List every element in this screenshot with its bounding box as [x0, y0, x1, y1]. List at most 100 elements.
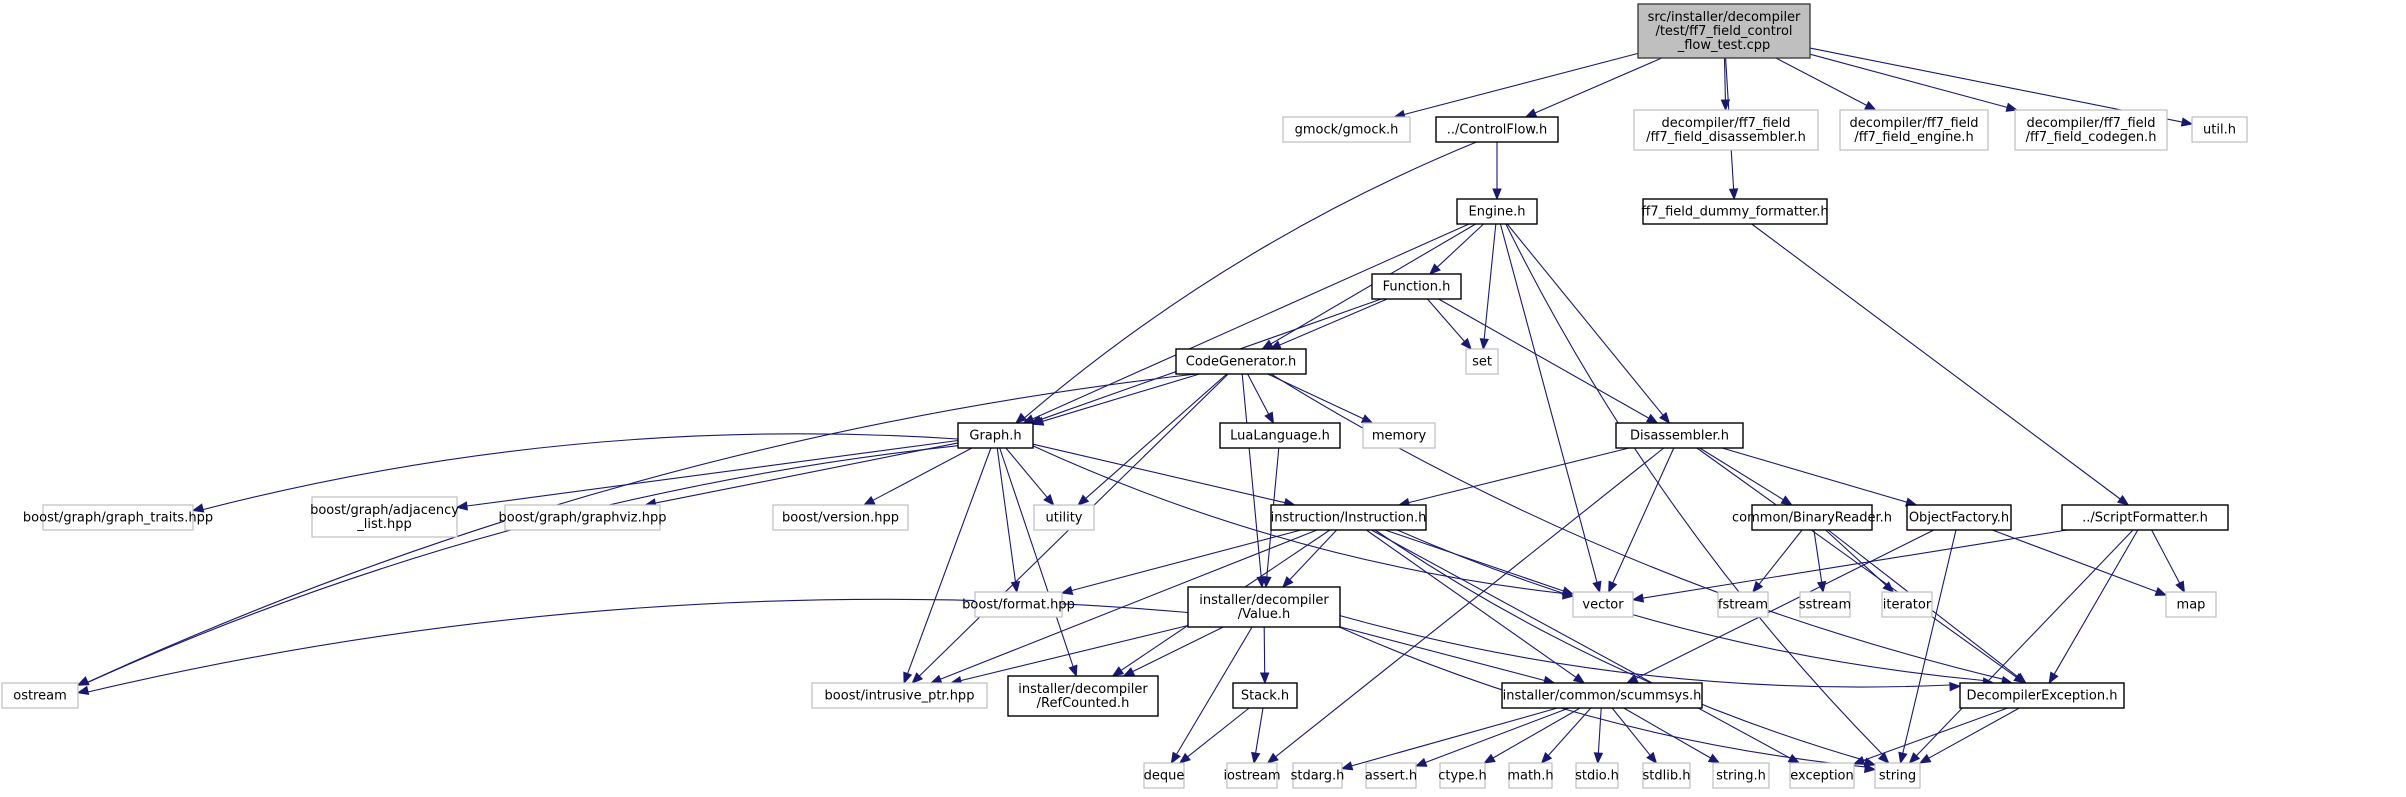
node-stringh: string.h: [1712, 762, 1770, 789]
node-graph[interactable]: Graph.h: [957, 422, 1034, 449]
edge-stack-to-iostream: [1251, 707, 1264, 765]
arrowhead-icon: [1816, 580, 1827, 594]
arrowhead-icon: [1460, 337, 1472, 351]
edge-line: [1024, 141, 1477, 419]
edge-line: [2053, 529, 2139, 675]
node-box: [811, 682, 988, 709]
edge-line: [1483, 223, 1497, 340]
node-ff7disasm: decompiler/ff7_field/ff7_field_disassemb…: [1633, 109, 1819, 151]
node-label: ../ControlFlow.h: [1447, 123, 1548, 138]
arrowhead-icon: [2048, 671, 2059, 685]
edge-line: [1403, 52, 1639, 116]
node-disassembler[interactable]: Disassembler.h: [1615, 422, 1744, 449]
node-decompexc[interactable]: DecompilerException.h: [1959, 682, 2125, 709]
node-dummyfmt[interactable]: ff7_field_dummy_formatter.h: [1641, 198, 1829, 225]
node-label: ctype.h: [1438, 769, 1487, 784]
edge-function-to-disassembler: [1438, 298, 1659, 424]
node-binreader[interactable]: common/BinaryReader.h: [1732, 504, 1892, 531]
edge-line: [1374, 529, 1867, 762]
edge-scriptfmt-to-map: [2151, 529, 2186, 594]
node-value[interactable]: installer/decompiler/Value.h: [1187, 586, 1341, 628]
arrowhead-icon: [1646, 413, 1659, 424]
edge-engine-to-graph: [1022, 223, 1470, 424]
node-fstream: fstream: [1717, 591, 1769, 618]
edge-codegen-to-lualang: [1247, 373, 1275, 425]
edge-line: [1132, 626, 1224, 673]
edge-line: [1696, 447, 2017, 678]
node-box: [1362, 422, 1436, 449]
edge-graph-to-adjlist: [455, 439, 959, 511]
edge-line: [1534, 57, 1663, 114]
node-instruction[interactable]: instruction/Instruction.h: [1270, 504, 1427, 531]
edge-line: [1396, 529, 1984, 682]
node-refcounted[interactable]: installer/decompiler/RefCounted.h: [1007, 675, 1159, 717]
edge-stack-to-deque: [1178, 707, 1250, 764]
arrowhead-icon: [862, 495, 876, 506]
edge-graph-to-instruction: [1032, 443, 1297, 508]
edge-line: [1635, 529, 1935, 679]
node-map: map: [2165, 591, 2217, 618]
node-label: fstream: [1718, 598, 1768, 613]
node-label: instruction/Instruction.h: [1271, 511, 1427, 526]
node-codegen[interactable]: CodeGenerator.h: [1175, 348, 1307, 375]
edge-graph-to-graphtraits: [191, 433, 959, 513]
edge-line: [1699, 447, 1784, 501]
node-box: [2061, 504, 2229, 531]
edge-decompexc-to-exception: [1852, 707, 2008, 765]
node-graphtraits: boost/graph/graph_traits.hpp: [23, 504, 213, 531]
arrowhead-icon: [1864, 100, 1877, 111]
node-box: [1799, 591, 1851, 618]
node-box: [42, 504, 194, 531]
edge-line: [655, 442, 959, 504]
node-root[interactable]: src/installer/decompiler/test/ff7_field_…: [1637, 3, 1811, 59]
node-box: [1371, 273, 1462, 300]
arrowhead-icon: [1780, 495, 1793, 506]
edge-instruction-to-value: [1281, 529, 1338, 588]
node-label: stdio.h: [1575, 769, 1619, 784]
arrowhead-icon: [2014, 672, 2027, 684]
arrowhead-icon: [1014, 412, 1028, 424]
node-function[interactable]: Function.h: [1371, 273, 1462, 300]
edge-line: [1492, 707, 1581, 759]
node-lualang[interactable]: LuaLanguage.h: [1219, 422, 1341, 449]
edge-value-to-decompexc: [1339, 615, 1962, 692]
arrowhead-icon: [1340, 761, 1354, 771]
edge-line: [1032, 223, 1470, 420]
node-label: decompiler/ff7_field: [1850, 116, 1979, 131]
edge-line: [1005, 447, 1048, 498]
arrowhead-icon: [1572, 673, 1586, 684]
node-box: [1712, 762, 1770, 789]
edge-line: [1723, 57, 1726, 101]
node-label: ObjectFactory.h: [1909, 511, 2009, 526]
node-scummsys[interactable]: installer/common/scummsys.h: [1501, 682, 1703, 709]
edge-line: [1438, 298, 1649, 419]
arrowhead-icon: [903, 671, 913, 685]
edge-line: [996, 447, 1017, 583]
node-label: Engine.h: [1469, 205, 1526, 220]
node-stdio: stdio.h: [1575, 762, 1619, 789]
arrowhead-icon: [1898, 751, 1908, 765]
edge-line: [1902, 529, 1957, 754]
arrowhead-icon: [1877, 752, 1890, 764]
node-sstream: sstream: [1799, 591, 1851, 618]
node-scriptfmt[interactable]: ../ScriptFormatter.h: [2061, 504, 2229, 531]
edge-line: [1338, 626, 1866, 768]
edge-line: [1775, 57, 1867, 106]
arrowhead-icon: [1259, 672, 1270, 685]
arrowhead-icon: [1908, 752, 1921, 764]
node-stack[interactable]: Stack.h: [1232, 682, 1298, 709]
node-stdarg: stdarg.h: [1291, 762, 1344, 789]
node-label: boost/graph/adjacency: [310, 503, 459, 518]
arrowhead-icon: [1492, 188, 1502, 201]
arrowhead-icon: [1261, 339, 1274, 350]
node-box: [1751, 504, 1873, 531]
node-objfactory[interactable]: ObjectFactory.h: [1906, 504, 2012, 531]
node-controlflow[interactable]: ../ControlFlow.h: [1435, 116, 1559, 143]
arrowhead-icon: [1060, 585, 1074, 595]
arrowhead-icon: [1852, 755, 1866, 765]
node-box: [2165, 591, 2217, 618]
arrowhead-icon: [2180, 117, 2194, 127]
node-label: ../ScriptFormatter.h: [2082, 511, 2208, 526]
edge-engine-to-disassembler: [1506, 223, 1671, 425]
node-engine[interactable]: Engine.h: [1456, 198, 1538, 225]
